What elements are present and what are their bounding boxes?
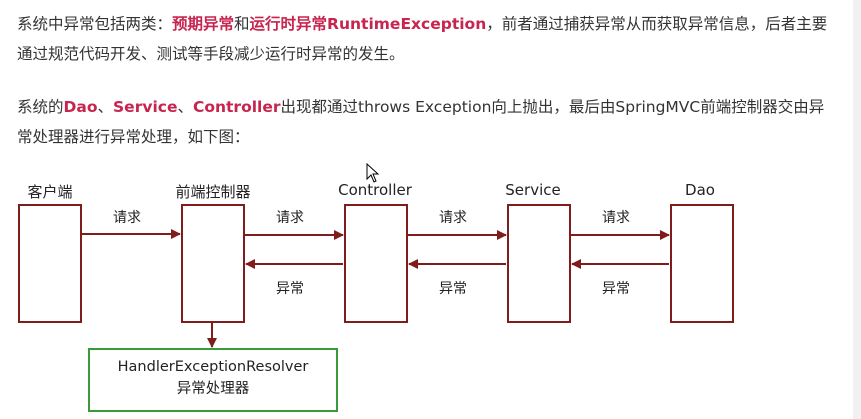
dao-highlight: Dao — [63, 98, 98, 116]
exception-label-3: 异常 — [602, 281, 630, 297]
dao-box — [670, 204, 734, 323]
request-label-4: 请求 — [602, 210, 630, 226]
flow-text-2: 、 — [97, 98, 114, 116]
client-label: 客户端 — [27, 183, 73, 201]
dao-label: Dao — [685, 181, 715, 199]
handler-name: HandlerExceptionResolver — [117, 359, 309, 375]
expected-exception-highlight: 预期异常 — [172, 15, 235, 33]
controller-box — [344, 204, 408, 323]
runtime-exception-highlight: 运行时异常RuntimeException — [249, 15, 487, 33]
flow-text-4: 出现都通过throws Exception向上抛出，最后由SpringMVC前端… — [17, 98, 825, 146]
front-controller-box — [181, 204, 245, 323]
intro-text-2: 和 — [234, 15, 250, 33]
controller-label: Controller — [338, 181, 412, 199]
request-label-1: 请求 — [113, 210, 141, 226]
mouse-cursor-icon — [366, 163, 380, 183]
intro-text-3: ，前者通过捕获异常从而获取异常信息，后者主要通过规范代码开发、测试等手段减少运行… — [17, 15, 828, 63]
scrollbar[interactable] — [853, 0, 861, 419]
controller-highlight: Controller — [192, 98, 281, 116]
front-controller-label: 前端控制器 — [175, 183, 251, 201]
exception-label-1: 异常 — [276, 281, 304, 297]
service-label: Service — [505, 181, 561, 199]
exception-handler-box: HandlerExceptionResolver 异常处理器 — [88, 348, 338, 412]
handler-desc: 异常处理器 — [176, 381, 250, 397]
service-highlight: Service — [113, 98, 178, 116]
exception-label-2: 异常 — [439, 281, 467, 297]
request-label-3: 请求 — [439, 210, 467, 226]
service-box — [507, 204, 571, 323]
client-box — [18, 204, 82, 323]
request-label-2: 请求 — [276, 210, 304, 226]
intro-paragraph: 系统中异常包括两类：预期异常和运行时异常RuntimeException，前者通… — [17, 9, 837, 69]
flow-text-3: 、 — [177, 98, 193, 116]
intro-text-1: 系统中异常包括两类： — [17, 15, 173, 33]
flow-text-1: 系统的 — [17, 98, 64, 116]
flow-paragraph: 系统的Dao、Service、Controller出现都通过throws Exc… — [17, 92, 837, 152]
